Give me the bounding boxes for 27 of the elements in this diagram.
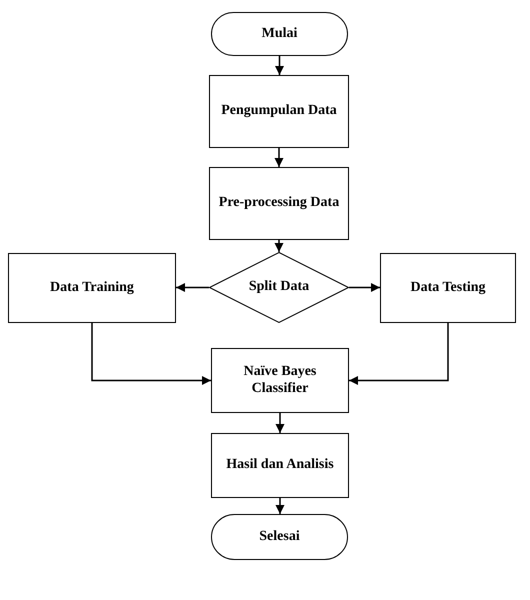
- arrow: [276, 413, 284, 433]
- arrow: [91, 323, 211, 385]
- arrow: [349, 283, 380, 292]
- node-label: Data Testing: [409, 280, 487, 296]
- node-label: Pre-processing Data: [218, 195, 340, 212]
- process-box: [211, 348, 349, 413]
- node-label: Mulai: [260, 26, 298, 42]
- terminator-shape: [211, 12, 348, 56]
- process-box: [8, 253, 176, 323]
- decision-diamond: [209, 252, 349, 323]
- process-box: [211, 433, 349, 498]
- node-label: Pengumpulan Data: [220, 103, 338, 120]
- arrow: [275, 56, 284, 75]
- arrow: [274, 240, 284, 252]
- arrow: [176, 283, 209, 292]
- process-box: [380, 253, 516, 323]
- arrow: [274, 148, 284, 167]
- arrow: [349, 323, 449, 385]
- process-box: [209, 75, 349, 148]
- node-label: Data Training: [49, 280, 135, 296]
- process-box: [209, 167, 349, 240]
- node-label: Hasil dan Analisis: [225, 457, 335, 474]
- arrow: [276, 498, 284, 514]
- terminator-shape: [211, 514, 348, 560]
- node-label: Naïve Bayes Classifier: [242, 364, 318, 398]
- node-label: Split Data: [248, 279, 310, 296]
- node-label: Selesai: [258, 528, 301, 546]
